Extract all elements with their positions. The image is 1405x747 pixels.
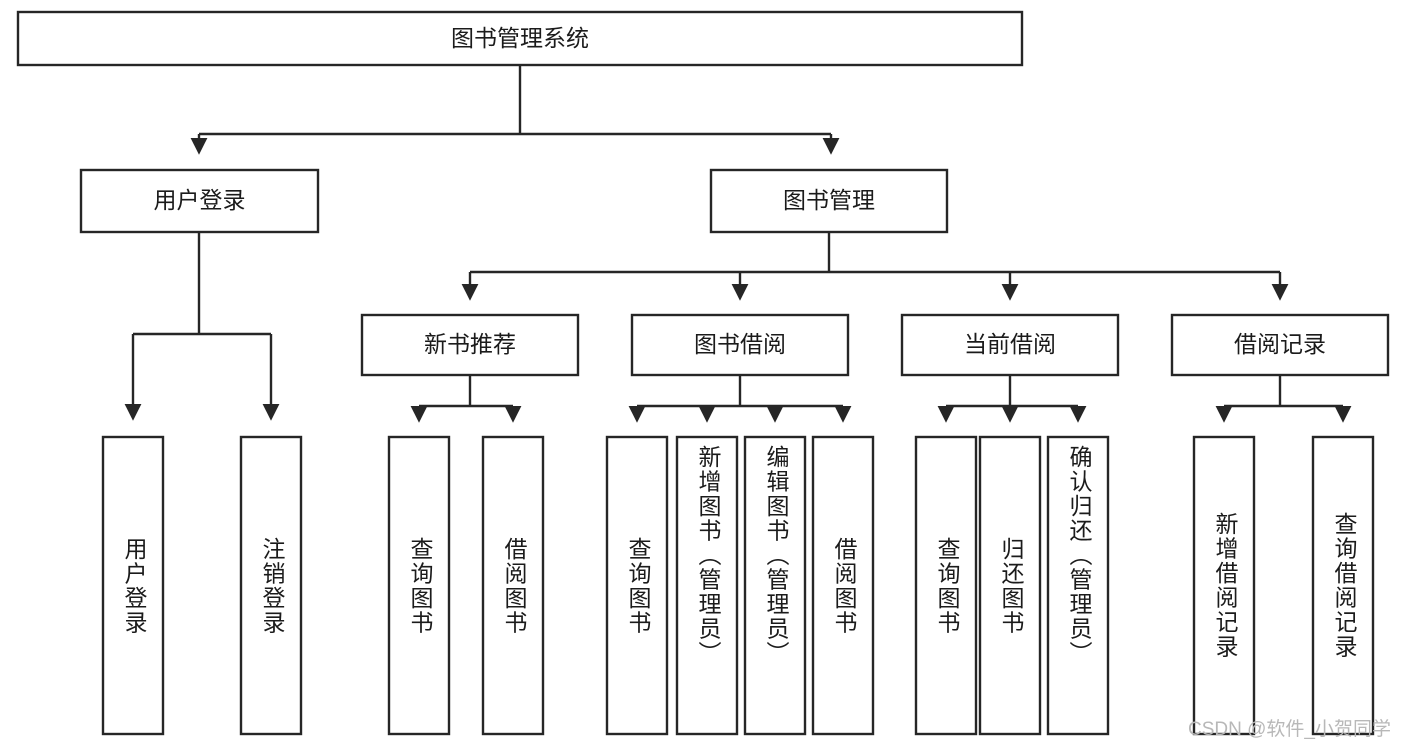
node-layer: 图书管理系统 用户登录 图书管理 新书推荐 图书借阅 当前借阅 借阅记录 <box>16 10 1390 736</box>
connector-layer <box>124 65 1352 423</box>
leaf-confirm-return-box[interactable] <box>1046 435 1110 736</box>
node-book-borrow-box[interactable] <box>630 313 850 377</box>
node-new-book-recommend-box[interactable] <box>360 313 580 377</box>
leaf-add-borrow-record-box[interactable] <box>1192 435 1256 736</box>
leaf-return-book-box[interactable] <box>978 435 1042 736</box>
leaf-add-book-box[interactable] <box>675 435 739 736</box>
node-book-manage-label: 图书管理 <box>783 187 875 213</box>
node-current-borrow-label: 当前借阅 <box>964 331 1056 357</box>
leaf-edit-book-box[interactable] <box>743 435 807 736</box>
leaf-query-borrow-record-box[interactable] <box>1311 435 1375 736</box>
node-root-label: 图书管理系统 <box>451 25 589 51</box>
leaf-borrow-book-1-box[interactable] <box>481 435 545 736</box>
node-book-borrow-label: 图书借阅 <box>694 331 786 357</box>
leaf-query-book-2-box[interactable] <box>605 435 669 736</box>
leaf-user-login-box[interactable] <box>101 435 165 736</box>
node-user-login-label: 用户登录 <box>154 187 246 213</box>
leaf-logout-login-box[interactable] <box>239 435 303 736</box>
leaf-borrow-book-2-box[interactable] <box>811 435 875 736</box>
node-borrow-record-box[interactable] <box>1170 313 1390 377</box>
node-new-book-recommend-label: 新书推荐 <box>424 331 516 357</box>
leaf-query-book-3-box[interactable] <box>914 435 978 736</box>
node-root-box[interactable] <box>16 10 1024 67</box>
node-borrow-record-label: 借阅记录 <box>1234 331 1326 357</box>
leaf-query-book-1-box[interactable] <box>387 435 451 736</box>
node-book-manage-box[interactable] <box>709 168 949 234</box>
node-user-login-box[interactable] <box>79 168 320 234</box>
node-current-borrow-box[interactable] <box>900 313 1120 377</box>
